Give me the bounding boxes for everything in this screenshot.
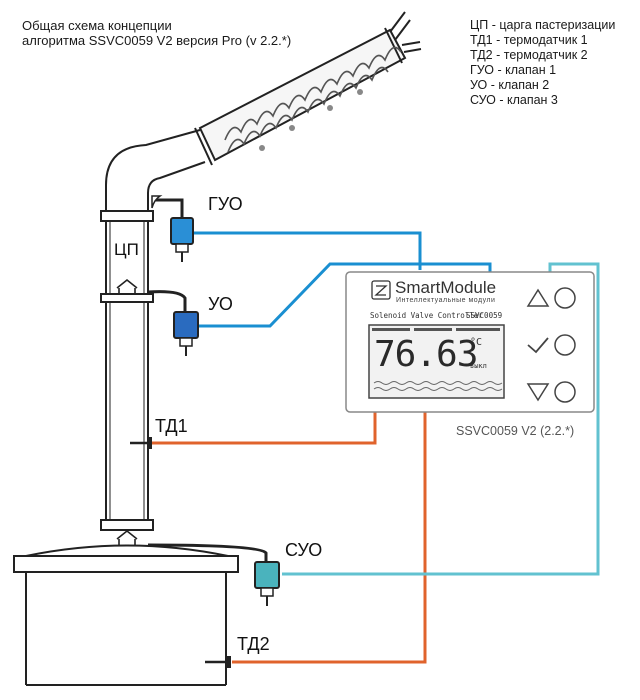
controller <box>345 271 595 413</box>
sensor-td2-head <box>226 656 231 668</box>
temperature-unit: °C <box>470 337 483 348</box>
legend: ЦП - царга пастеризации ТД1 - термодатчи… <box>470 18 615 108</box>
sensor-td1-head <box>147 437 152 449</box>
controller-brand: SmartModule <box>395 278 497 297</box>
wire-suo <box>282 262 600 576</box>
condenser <box>194 11 422 166</box>
diagram-title-line2: алгоритма SSVC0059 V2 версия Pro (v 2.2.… <box>22 33 292 48</box>
controller-model-right: SSVC0059 <box>466 311 503 320</box>
legend-item: УО - клапан 2 <box>470 78 550 92</box>
controller-state: выкл <box>470 362 487 370</box>
controller-caption: SSVC0059 V2 (2.2.*) <box>456 424 575 438</box>
condenser-coil <box>224 46 402 153</box>
wire-uo <box>198 262 492 328</box>
legend-item: ЦП - царга пастеризации <box>470 18 616 32</box>
down-button[interactable] <box>526 381 576 403</box>
label-td2: ТД2 <box>237 634 270 654</box>
valve-suo <box>147 543 280 606</box>
ok-button[interactable] <box>527 334 576 356</box>
label-td1: ТД1 <box>155 416 188 436</box>
triangle-down-icon <box>526 383 550 402</box>
controller-tagline: Интеллектуальные модули <box>396 297 496 304</box>
wire-guo <box>193 231 422 270</box>
triangle-up-icon <box>526 288 550 307</box>
valve-uo <box>147 290 199 356</box>
controller-model-left: Solenoid Valve Controller <box>370 311 483 320</box>
legend-item: ГУО - клапан 1 <box>470 63 557 77</box>
up-button[interactable] <box>526 287 576 309</box>
label-guo: ГУО <box>208 194 243 214</box>
label-suo: СУО <box>285 540 323 560</box>
wire-td2 <box>232 412 427 664</box>
valve-guo <box>151 195 194 262</box>
check-icon <box>527 337 549 354</box>
column-plate-1 <box>116 278 138 294</box>
controller-screen <box>368 324 505 399</box>
legend-item: ТД1 - термодатчик 1 <box>470 33 588 47</box>
legend-item: ТД2 - термодатчик 2 <box>470 48 588 62</box>
label-cp: ЦП <box>114 240 139 259</box>
kettle <box>13 544 239 686</box>
temperature-readout: 76.63 <box>374 334 478 375</box>
column <box>100 129 206 531</box>
wire-td1 <box>152 412 377 445</box>
legend-item: СУО - клапан 3 <box>470 93 558 107</box>
diagram-title-line1: Общая схема концепции <box>22 18 172 33</box>
diagram-title: Общая схема концепции алгоритма SSVC0059… <box>22 18 291 48</box>
column-plate-2 <box>116 529 138 545</box>
label-uo: УО <box>208 294 233 314</box>
